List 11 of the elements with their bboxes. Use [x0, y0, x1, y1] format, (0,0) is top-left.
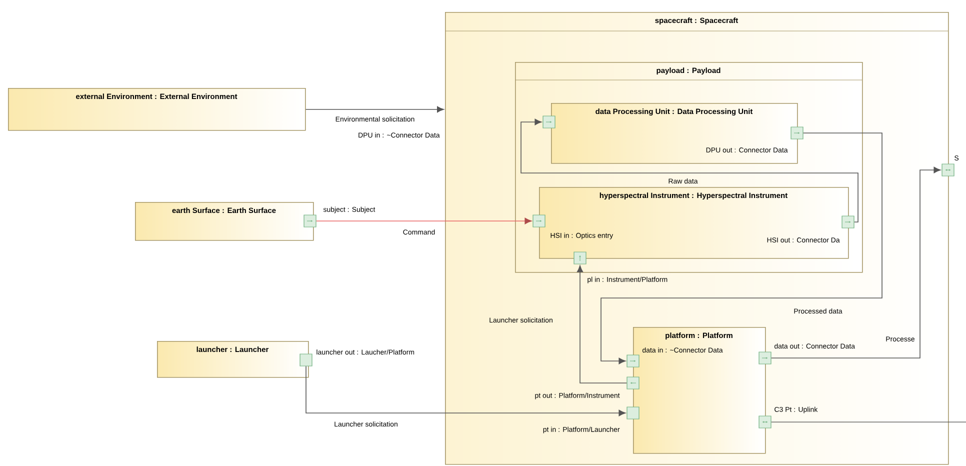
connector	[306, 366, 626, 416]
port-square	[842, 216, 854, 228]
port-square	[542, 116, 556, 128]
connector	[316, 218, 532, 224]
port-square	[790, 126, 804, 140]
connector	[305, 106, 444, 113]
port-square	[532, 214, 546, 228]
connector	[576, 265, 628, 384]
connector	[600, 132, 882, 364]
connector	[770, 166, 941, 358]
connector	[520, 118, 858, 222]
